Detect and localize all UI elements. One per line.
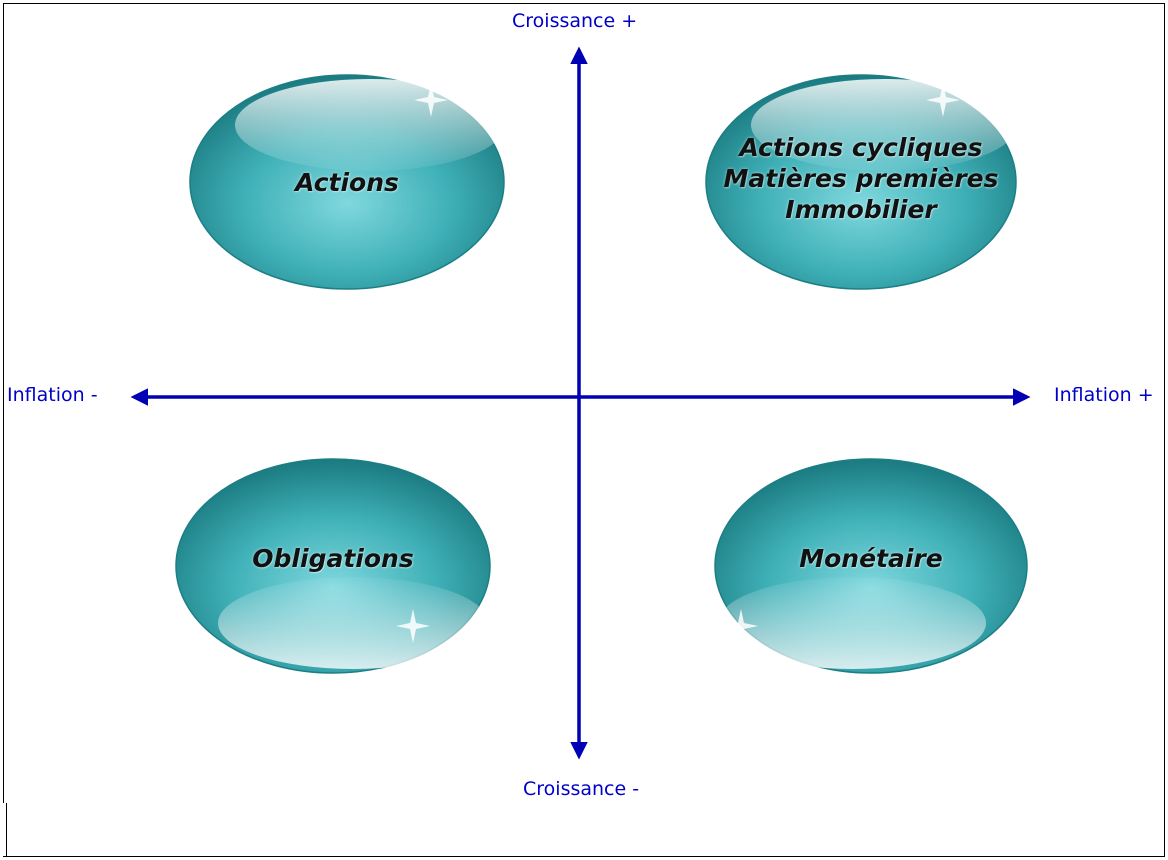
axis-label-growth-plus: Croissance + (512, 10, 638, 32)
bubble-bottom-left (175, 458, 491, 674)
quadrant-top-right-text: Actions cycliques Matières premières Imm… (706, 71, 1016, 285)
frame-left-edge-lower (6, 803, 7, 857)
quadrant-label: Obligations (252, 543, 414, 573)
quadrant-label-line-2: Matières premières (723, 163, 999, 193)
quadrant-top-left-text: Actions (190, 75, 504, 289)
quadrant-label-line-1: Actions cycliques (739, 132, 983, 162)
quadrant-label: Monétaire (799, 543, 943, 573)
bubble-top-left (189, 74, 505, 290)
axis-label-growth-minus: Croissance - (523, 778, 640, 800)
quadrant-bottom-left-text: Obligations (176, 451, 490, 665)
axis-label-inflation-plus: Inflation + (1054, 384, 1154, 406)
bubble-top-right (705, 74, 1017, 290)
axis-label-inflation-minus: Inflation - (7, 384, 98, 406)
quadrant-label-line-3: Immobilier (785, 194, 937, 224)
frame-left-edge (3, 3, 4, 803)
quadrant-label: Actions (295, 167, 399, 197)
bubble-bottom-right (714, 458, 1028, 674)
quadrant-bottom-right-text: Monétaire (715, 451, 1027, 665)
diagram-frame (3, 3, 1165, 857)
